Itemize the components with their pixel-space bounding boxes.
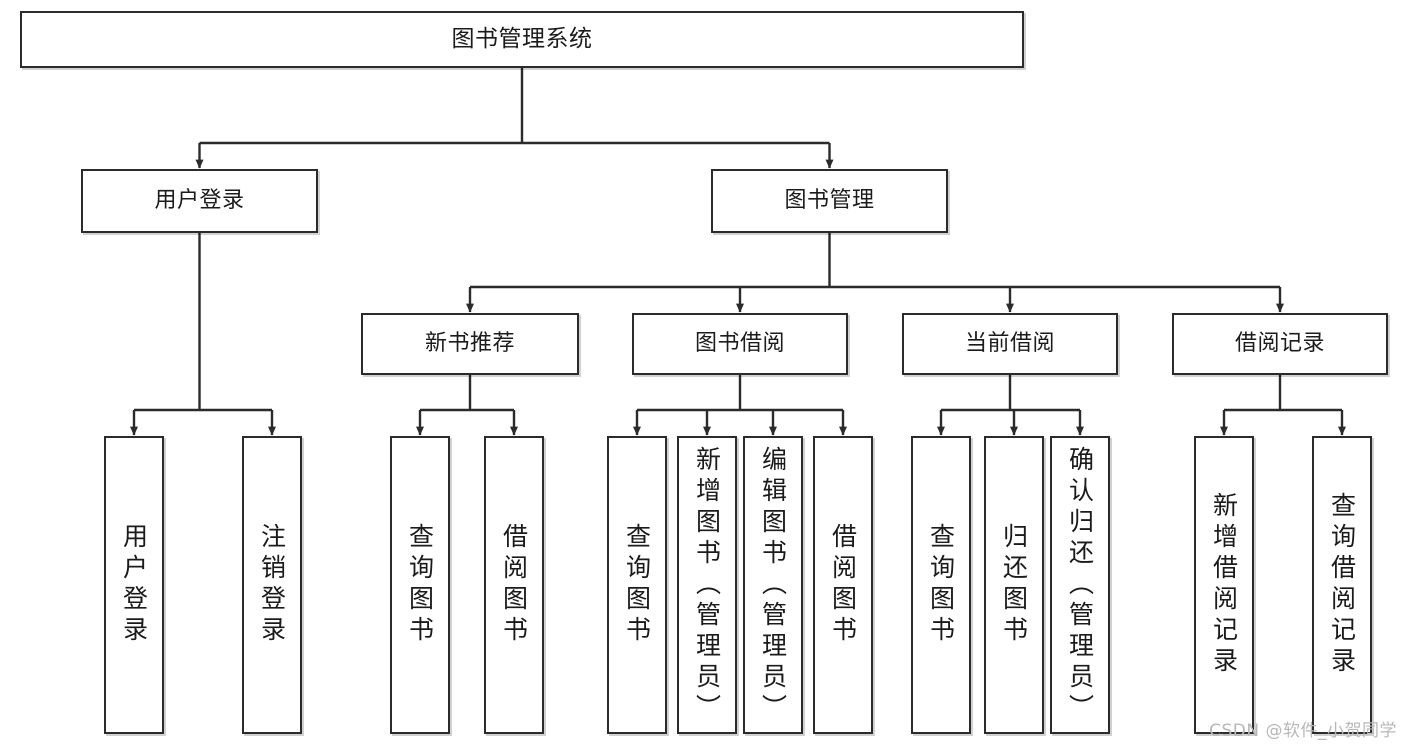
node-book-borrow[interactable]: 图书借阅 <box>632 313 848 375</box>
node-label: 借阅图书 <box>499 523 529 647</box>
node-leaf-query-book-1[interactable]: 查询图书 <box>390 436 450 734</box>
node-leaf-query-borrow-record[interactable]: 查询借阅记录 <box>1312 436 1372 734</box>
node-label: 新书推荐 <box>424 331 515 357</box>
node-leaf-query-book-2[interactable]: 查询图书 <box>607 436 667 734</box>
node-leaf-borrow-book-1[interactable]: 借阅图书 <box>484 436 544 734</box>
node-leaf-confirm-return-admin[interactable]: 确认归还（管理员） <box>1050 436 1110 734</box>
node-current-borrow[interactable]: 当前借阅 <box>902 313 1118 375</box>
node-label: 当前借阅 <box>964 331 1055 357</box>
node-leaf-return-book[interactable]: 归还图书 <box>984 436 1044 734</box>
node-label: 借阅图书 <box>828 523 858 647</box>
node-label: 归还图书 <box>999 523 1029 647</box>
node-label: 注销登录 <box>257 523 287 647</box>
node-leaf-logout-login[interactable]: 注销登录 <box>242 436 302 734</box>
node-leaf-add-book-admin[interactable]: 新增图书（管理员） <box>677 436 737 734</box>
node-label: 图书管理系统 <box>451 25 593 52</box>
node-user-login[interactable]: 用户登录 <box>81 169 318 233</box>
node-label: 查询图书 <box>926 523 956 647</box>
node-label: 查询图书 <box>622 523 652 647</box>
node-leaf-edit-book-admin[interactable]: 编辑图书（管理员） <box>743 436 803 734</box>
node-new-book-recommend[interactable]: 新书推荐 <box>361 313 579 375</box>
node-label: 图书借阅 <box>694 331 785 357</box>
node-borrow-record[interactable]: 借阅记录 <box>1172 313 1388 375</box>
node-root[interactable]: 图书管理系统 <box>20 11 1024 68</box>
node-label: 确认归还（管理员） <box>1065 445 1095 725</box>
node-label: 查询图书 <box>405 523 435 647</box>
node-leaf-user-login[interactable]: 用户登录 <box>104 436 164 734</box>
node-label: 查询借阅记录 <box>1327 492 1357 678</box>
node-label: 编辑图书（管理员） <box>758 445 788 725</box>
node-book-management[interactable]: 图书管理 <box>711 169 948 233</box>
node-leaf-add-borrow-record[interactable]: 新增借阅记录 <box>1194 436 1254 734</box>
node-leaf-borrow-book-2[interactable]: 借阅图书 <box>813 436 873 734</box>
node-label: 新增图书（管理员） <box>692 445 722 725</box>
node-label: 新增借阅记录 <box>1209 492 1239 678</box>
node-leaf-query-book-3[interactable]: 查询图书 <box>911 436 971 734</box>
node-label: 图书管理 <box>784 188 875 214</box>
node-label: 借阅记录 <box>1234 331 1325 357</box>
csdn-watermark: CSDN @软件_小贺同学 <box>1209 721 1397 741</box>
node-label: 用户登录 <box>154 188 245 214</box>
node-label: 用户登录 <box>119 523 149 647</box>
